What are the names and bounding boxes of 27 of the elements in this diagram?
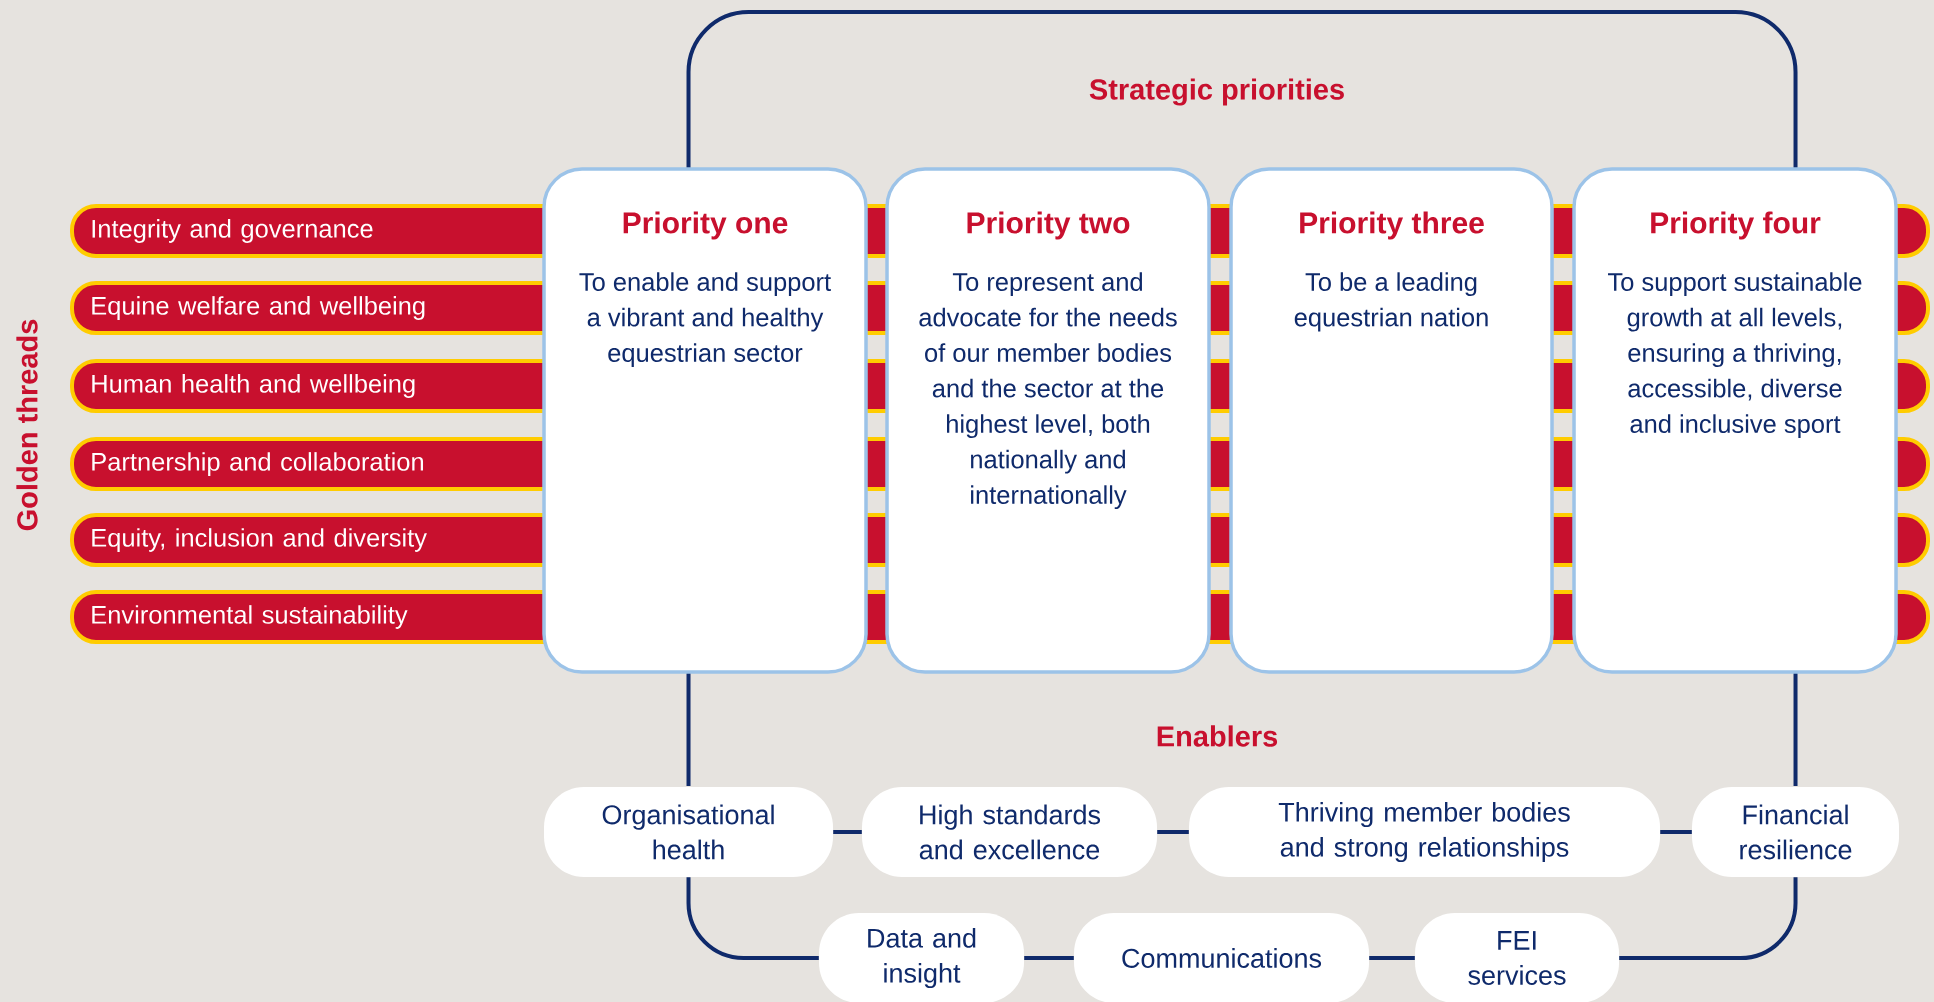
connector-line (686, 877, 819, 960)
connector-line (1369, 956, 1415, 960)
enabler-pill: Data and insight (819, 913, 1024, 1002)
section-heading: Enablers (1157, 725, 1278, 747)
priority-card: Priority two To represent and advocate for the needs of our member bodies and the sector at the highest level, both nationally and internationally (885, 167, 1211, 674)
enabler-pill: FEI services (1415, 913, 1619, 1002)
thread-band: Integrity and governance (70, 204, 542, 258)
thread-band: Equity, inclusion and diversity (70, 513, 542, 567)
connector-line (1660, 830, 1692, 834)
priority-card: Priority four To support sustainable growth at all levels, ensuring a thriving, accessible, diverse and inclusive sport (1572, 167, 1898, 674)
enabler-pill: Organisational health (544, 787, 833, 877)
thread-band: Environmental sustainability (70, 590, 542, 644)
enabler-pill: Thriving member bodies and strong relationships (1189, 787, 1660, 877)
enabler-pill: Financial resilience (1692, 787, 1899, 877)
priority-card: Priority three To be a leading equestrian nation (1229, 167, 1554, 674)
thread-band: Partnership and collaboration (70, 437, 542, 491)
enabler-pill: High standards and excellence (862, 787, 1157, 877)
thread-band: Human health and wellbeing (70, 359, 542, 413)
enabler-pill: Communications (1074, 913, 1369, 1002)
connector-line (1157, 830, 1189, 834)
priority-card: Priority one To enable and support a vibrant and healthy equestrian sector (542, 167, 868, 674)
section-heading: Strategic priorities (1089, 78, 1344, 106)
section-heading: Golden threads (16, 319, 38, 531)
connector-line (1024, 956, 1074, 960)
connector-line (1619, 877, 1798, 960)
thread-band: Equine welfare and wellbeing (70, 281, 542, 335)
connector-line (833, 830, 862, 834)
